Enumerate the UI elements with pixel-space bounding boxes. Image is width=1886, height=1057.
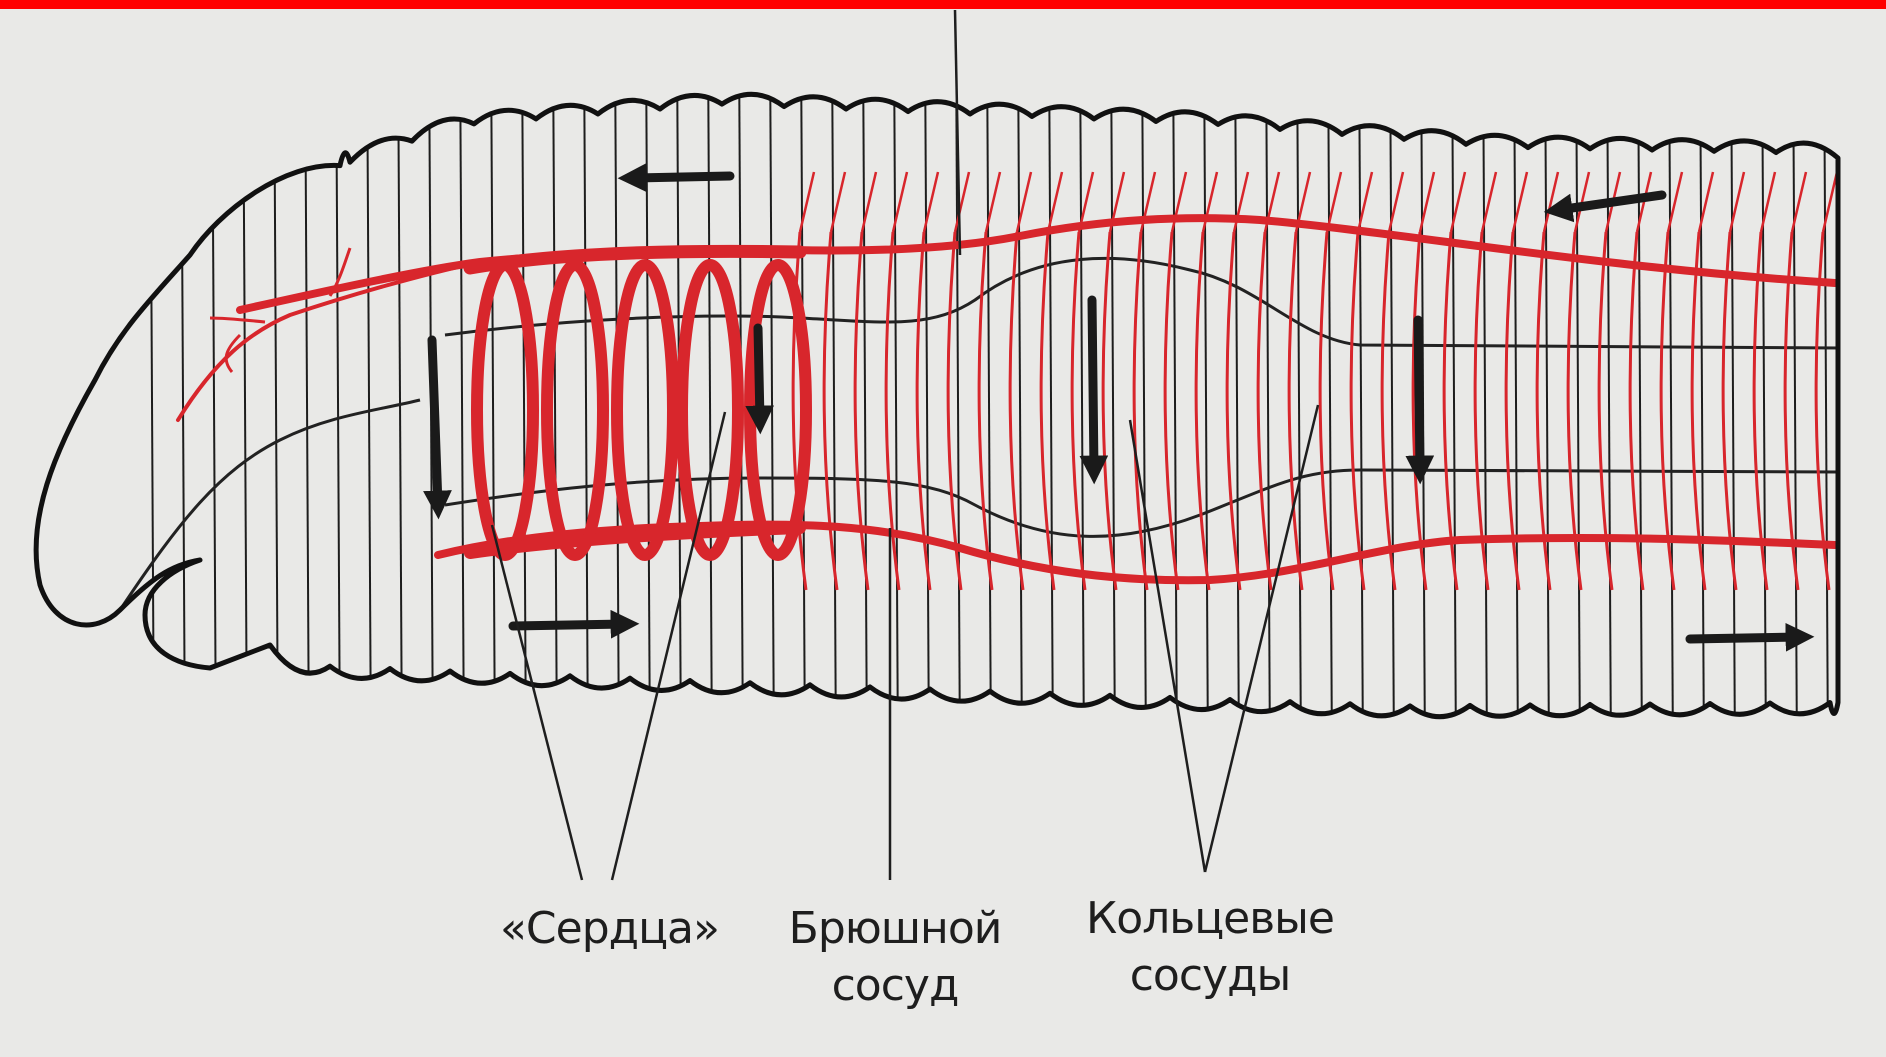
segment-line [212,40,216,760]
label-ring-vessels: Кольцевые сосуды [1085,890,1335,1004]
arrow-right-icon [513,624,625,626]
arrow-left-icon [1558,195,1662,210]
segment-line [491,40,495,760]
head-vessel-branch [210,318,265,322]
segment-line [894,40,898,760]
segment-line [708,40,712,760]
label-hearts: «Сердца» [500,900,710,957]
segment-line [1359,40,1363,760]
segment-line [150,40,154,760]
segment-line [770,40,774,760]
segment-line [553,40,557,760]
leader-hearts-1 [492,525,582,880]
ring-vessels [793,172,1837,590]
segment-line [1514,40,1518,760]
label-ring-vessels-line2: сосуды [1130,950,1291,1001]
arrow-left-icon [632,176,730,178]
segment-line [1669,40,1673,760]
segment-line [1235,40,1239,760]
body-segments [150,40,1828,760]
label-hearts-text: «Сердца» [500,903,719,954]
segment-line [1700,40,1704,760]
segment-line [460,40,464,760]
arrow-down-icon [1418,320,1420,470]
segment-line [398,40,402,760]
segment-line [1545,40,1549,760]
segment-line [925,40,929,760]
arrow-down-icon [432,340,438,505]
segment-line [987,40,991,760]
segment-line [1793,40,1797,760]
label-ventral-vessel-line2: сосуд [832,960,959,1011]
arrow-right-icon [1690,637,1800,639]
segment-line [1638,40,1642,760]
arrow-down-icon [758,328,760,420]
segment-line [1142,40,1146,760]
flow-arrows [432,176,1800,639]
segment-line [1111,40,1115,760]
segment-line [181,40,185,760]
label-ventral-vessel: Брюшной сосуд [785,900,1005,1014]
label-ventral-vessel-line1: Брюшной [789,903,1002,954]
segment-line [1452,40,1456,760]
segment-line [1390,40,1394,760]
segment-line [584,40,588,760]
segment-line [305,40,309,760]
segment-line [646,40,650,760]
segment-line [1483,40,1487,760]
segment-line [1731,40,1735,760]
label-ring-vessels-line1: Кольцевые [1086,893,1334,944]
segment-line [1018,40,1022,760]
arrow-down-icon [1092,300,1094,470]
segment-line [1049,40,1053,760]
segment-line [1297,40,1301,760]
segment-line [1607,40,1611,760]
segment-line [863,40,867,760]
segment-line [336,40,340,760]
segment-line [1080,40,1084,760]
heart-loop [617,265,673,555]
segment-line [1266,40,1270,760]
segment-line [1204,40,1208,760]
segment-line [832,40,836,760]
segment-line [1173,40,1177,760]
segment-line [1328,40,1332,760]
segment-line [1576,40,1580,760]
